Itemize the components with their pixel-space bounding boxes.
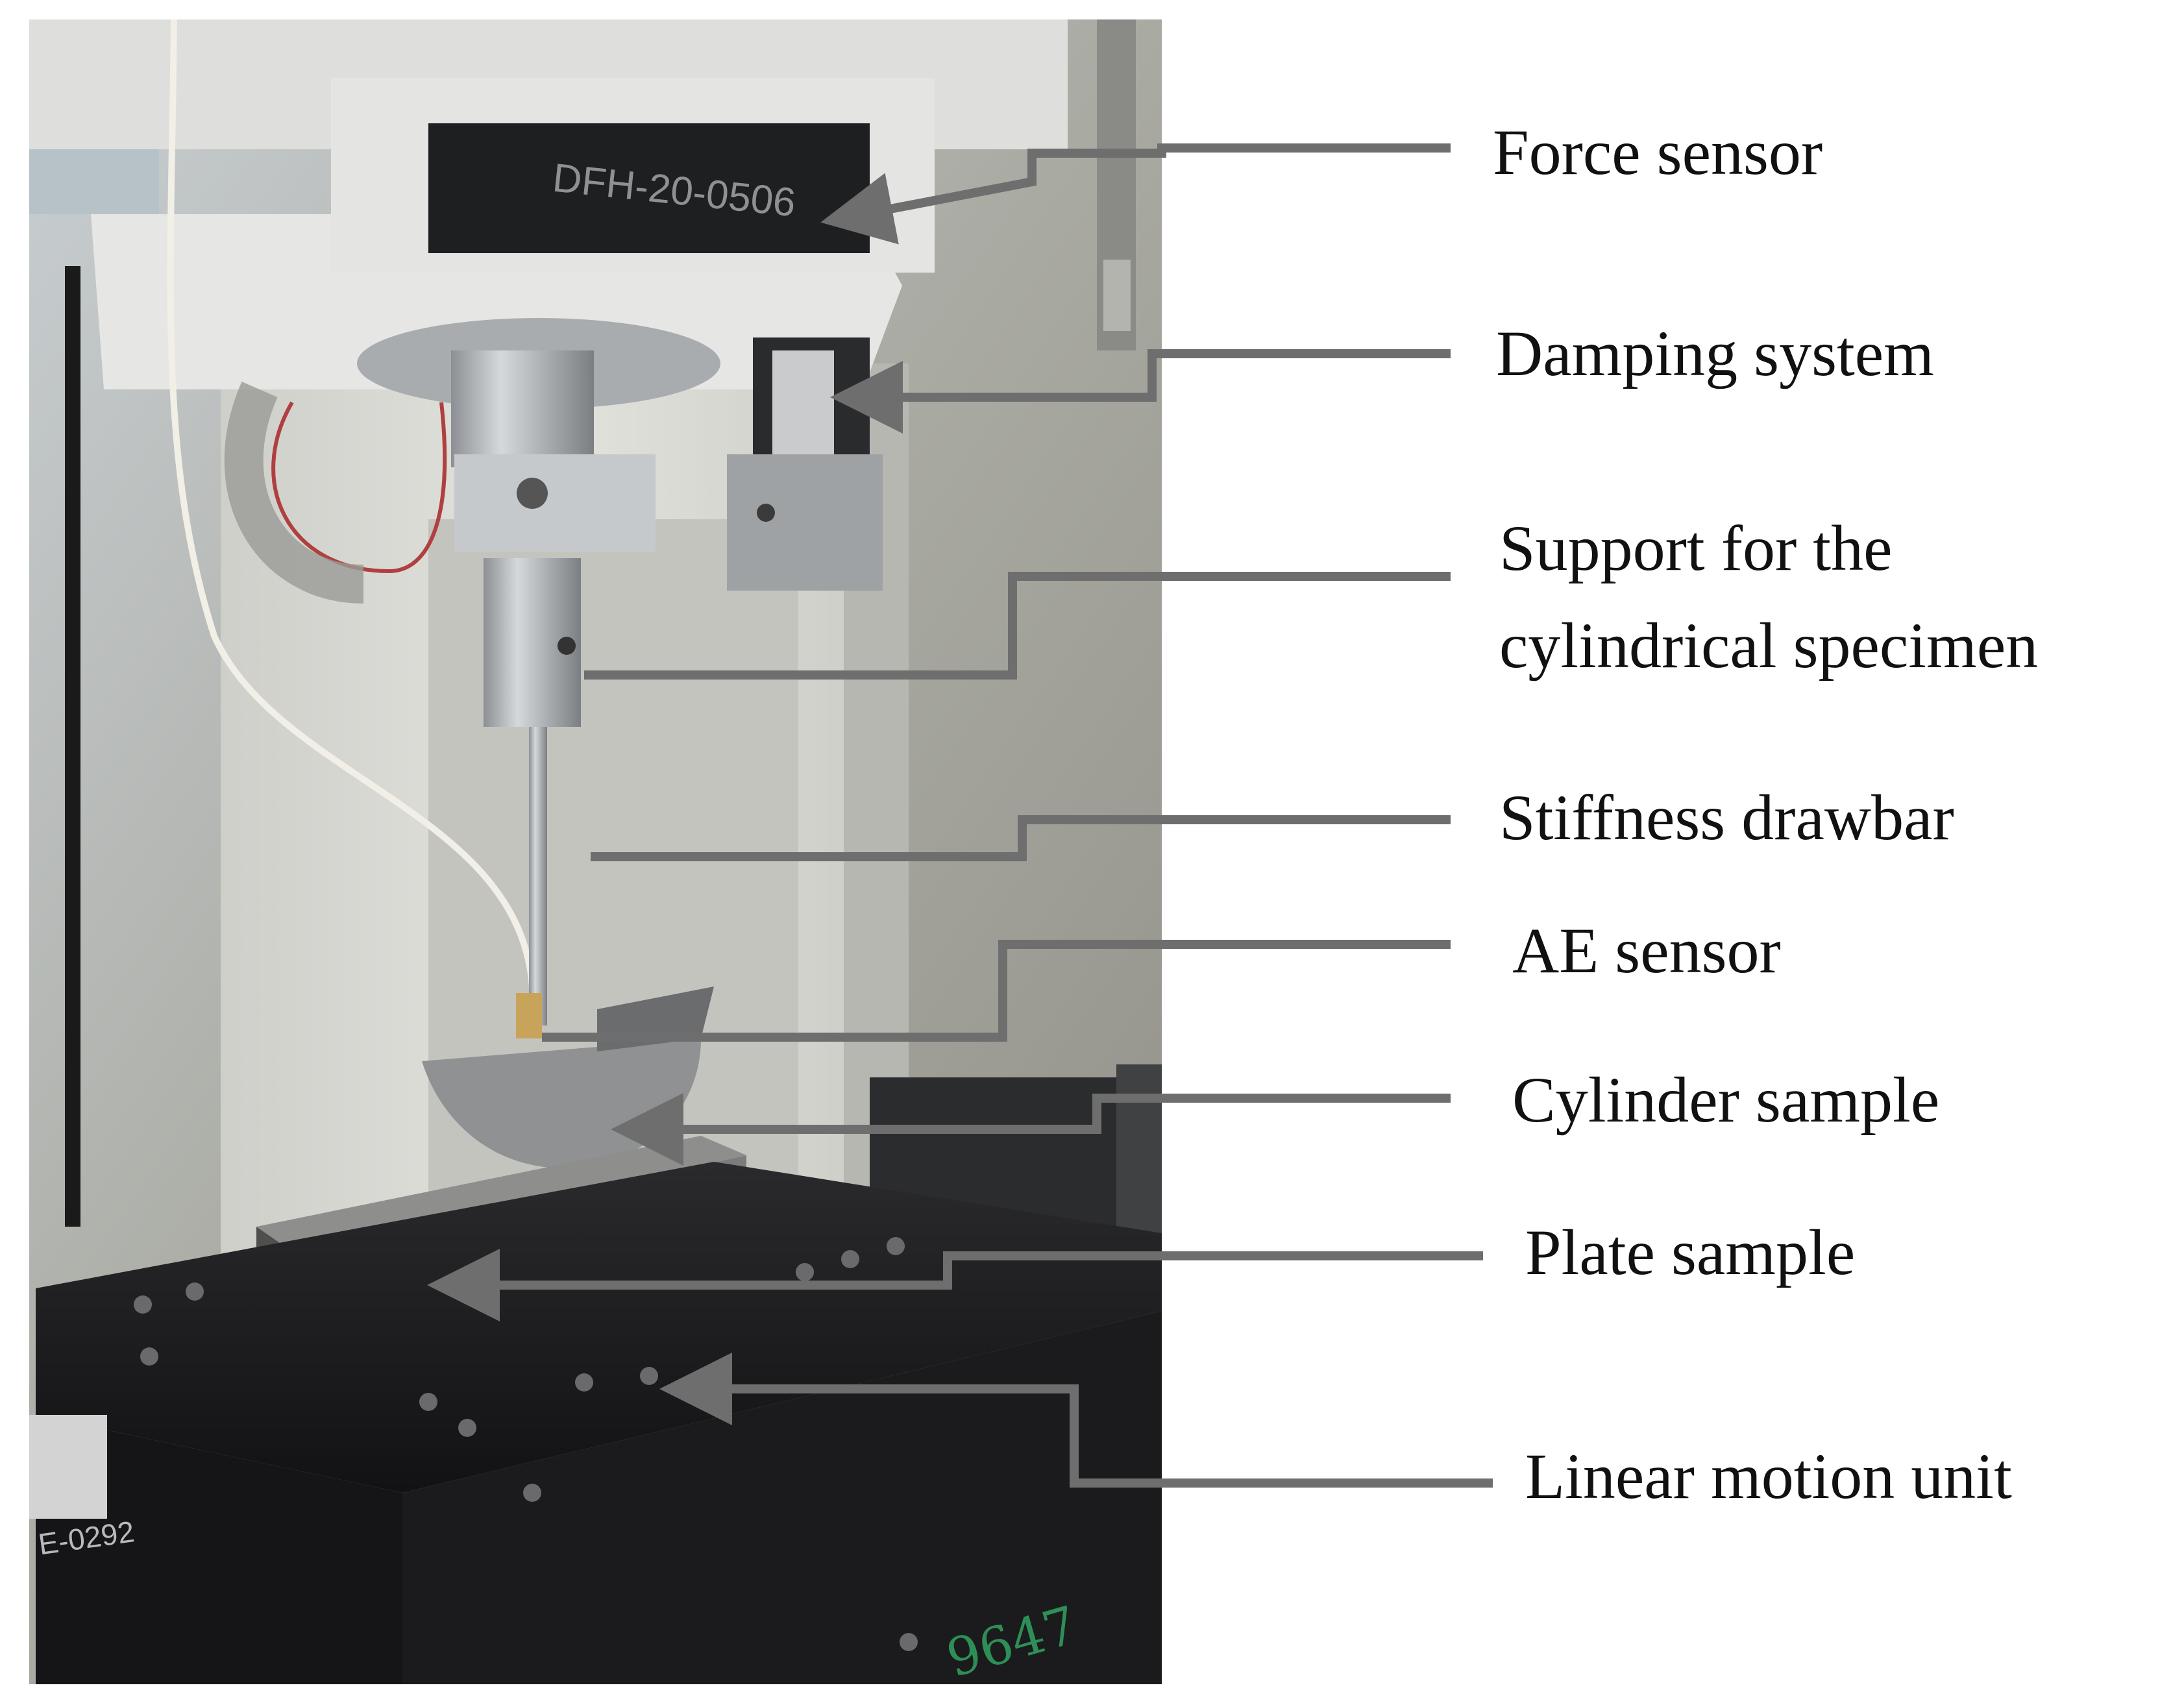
stage-holes — [134, 1237, 918, 1651]
leader-lines — [427, 143, 1493, 1488]
clamp-block — [454, 454, 656, 552]
label-force-sensor: Force sensor — [1493, 116, 1823, 188]
spindle-upper — [451, 350, 594, 467]
damping-system-body — [727, 337, 883, 591]
leader-ae-sensor — [542, 940, 1451, 1042]
label-stiffness-drawbar: Stiffness drawbar — [1499, 781, 1954, 853]
leader-damping-system — [830, 349, 1451, 434]
label-ae-sensor: AE sensor — [1512, 914, 1781, 987]
label-support-line1: Support for the — [1499, 512, 1893, 584]
left-vertical-rod — [65, 266, 80, 1227]
label-linear-motion-unit: Linear motion unit — [1525, 1440, 2012, 1512]
leader-support — [584, 572, 1451, 680]
leader-plate-sample — [427, 1249, 1483, 1321]
bottom-left-device — [29, 1415, 107, 1519]
white-wire — [167, 19, 535, 987]
leader-stiffness-drawbar — [591, 815, 1451, 861]
leader-linear-motion-unit — [659, 1353, 1493, 1488]
leader-force-sensor — [820, 143, 1451, 245]
label-cylinder-sample: Cylinder sample — [1512, 1064, 1940, 1136]
label-damping-system: Damping system — [1496, 317, 1934, 389]
force-sensor-body: DFH-20-0506 — [428, 123, 870, 253]
support-hole — [558, 637, 576, 655]
label-plate-sample: Plate sample — [1525, 1216, 1856, 1288]
ae-sensor-body — [516, 993, 542, 1038]
linear-stage-right — [402, 1311, 1162, 1684]
threaded-rod-tip — [1103, 260, 1131, 331]
linear-stage-top — [36, 1162, 1162, 1493]
label-support: Support for the cylindrical specimen — [1499, 500, 2038, 694]
cable-sleeve — [224, 381, 364, 604]
photograph: DFH-20-0506 — [29, 19, 1162, 1689]
stiffness-drawbar-rod — [529, 727, 547, 1025]
red-cable — [271, 401, 447, 574]
linear-stage-front — [36, 1415, 402, 1684]
leader-cylinder-sample — [611, 1093, 1451, 1166]
clamp-bolt — [517, 478, 548, 509]
label-support-line2: cylindrical specimen — [1499, 609, 2039, 681]
